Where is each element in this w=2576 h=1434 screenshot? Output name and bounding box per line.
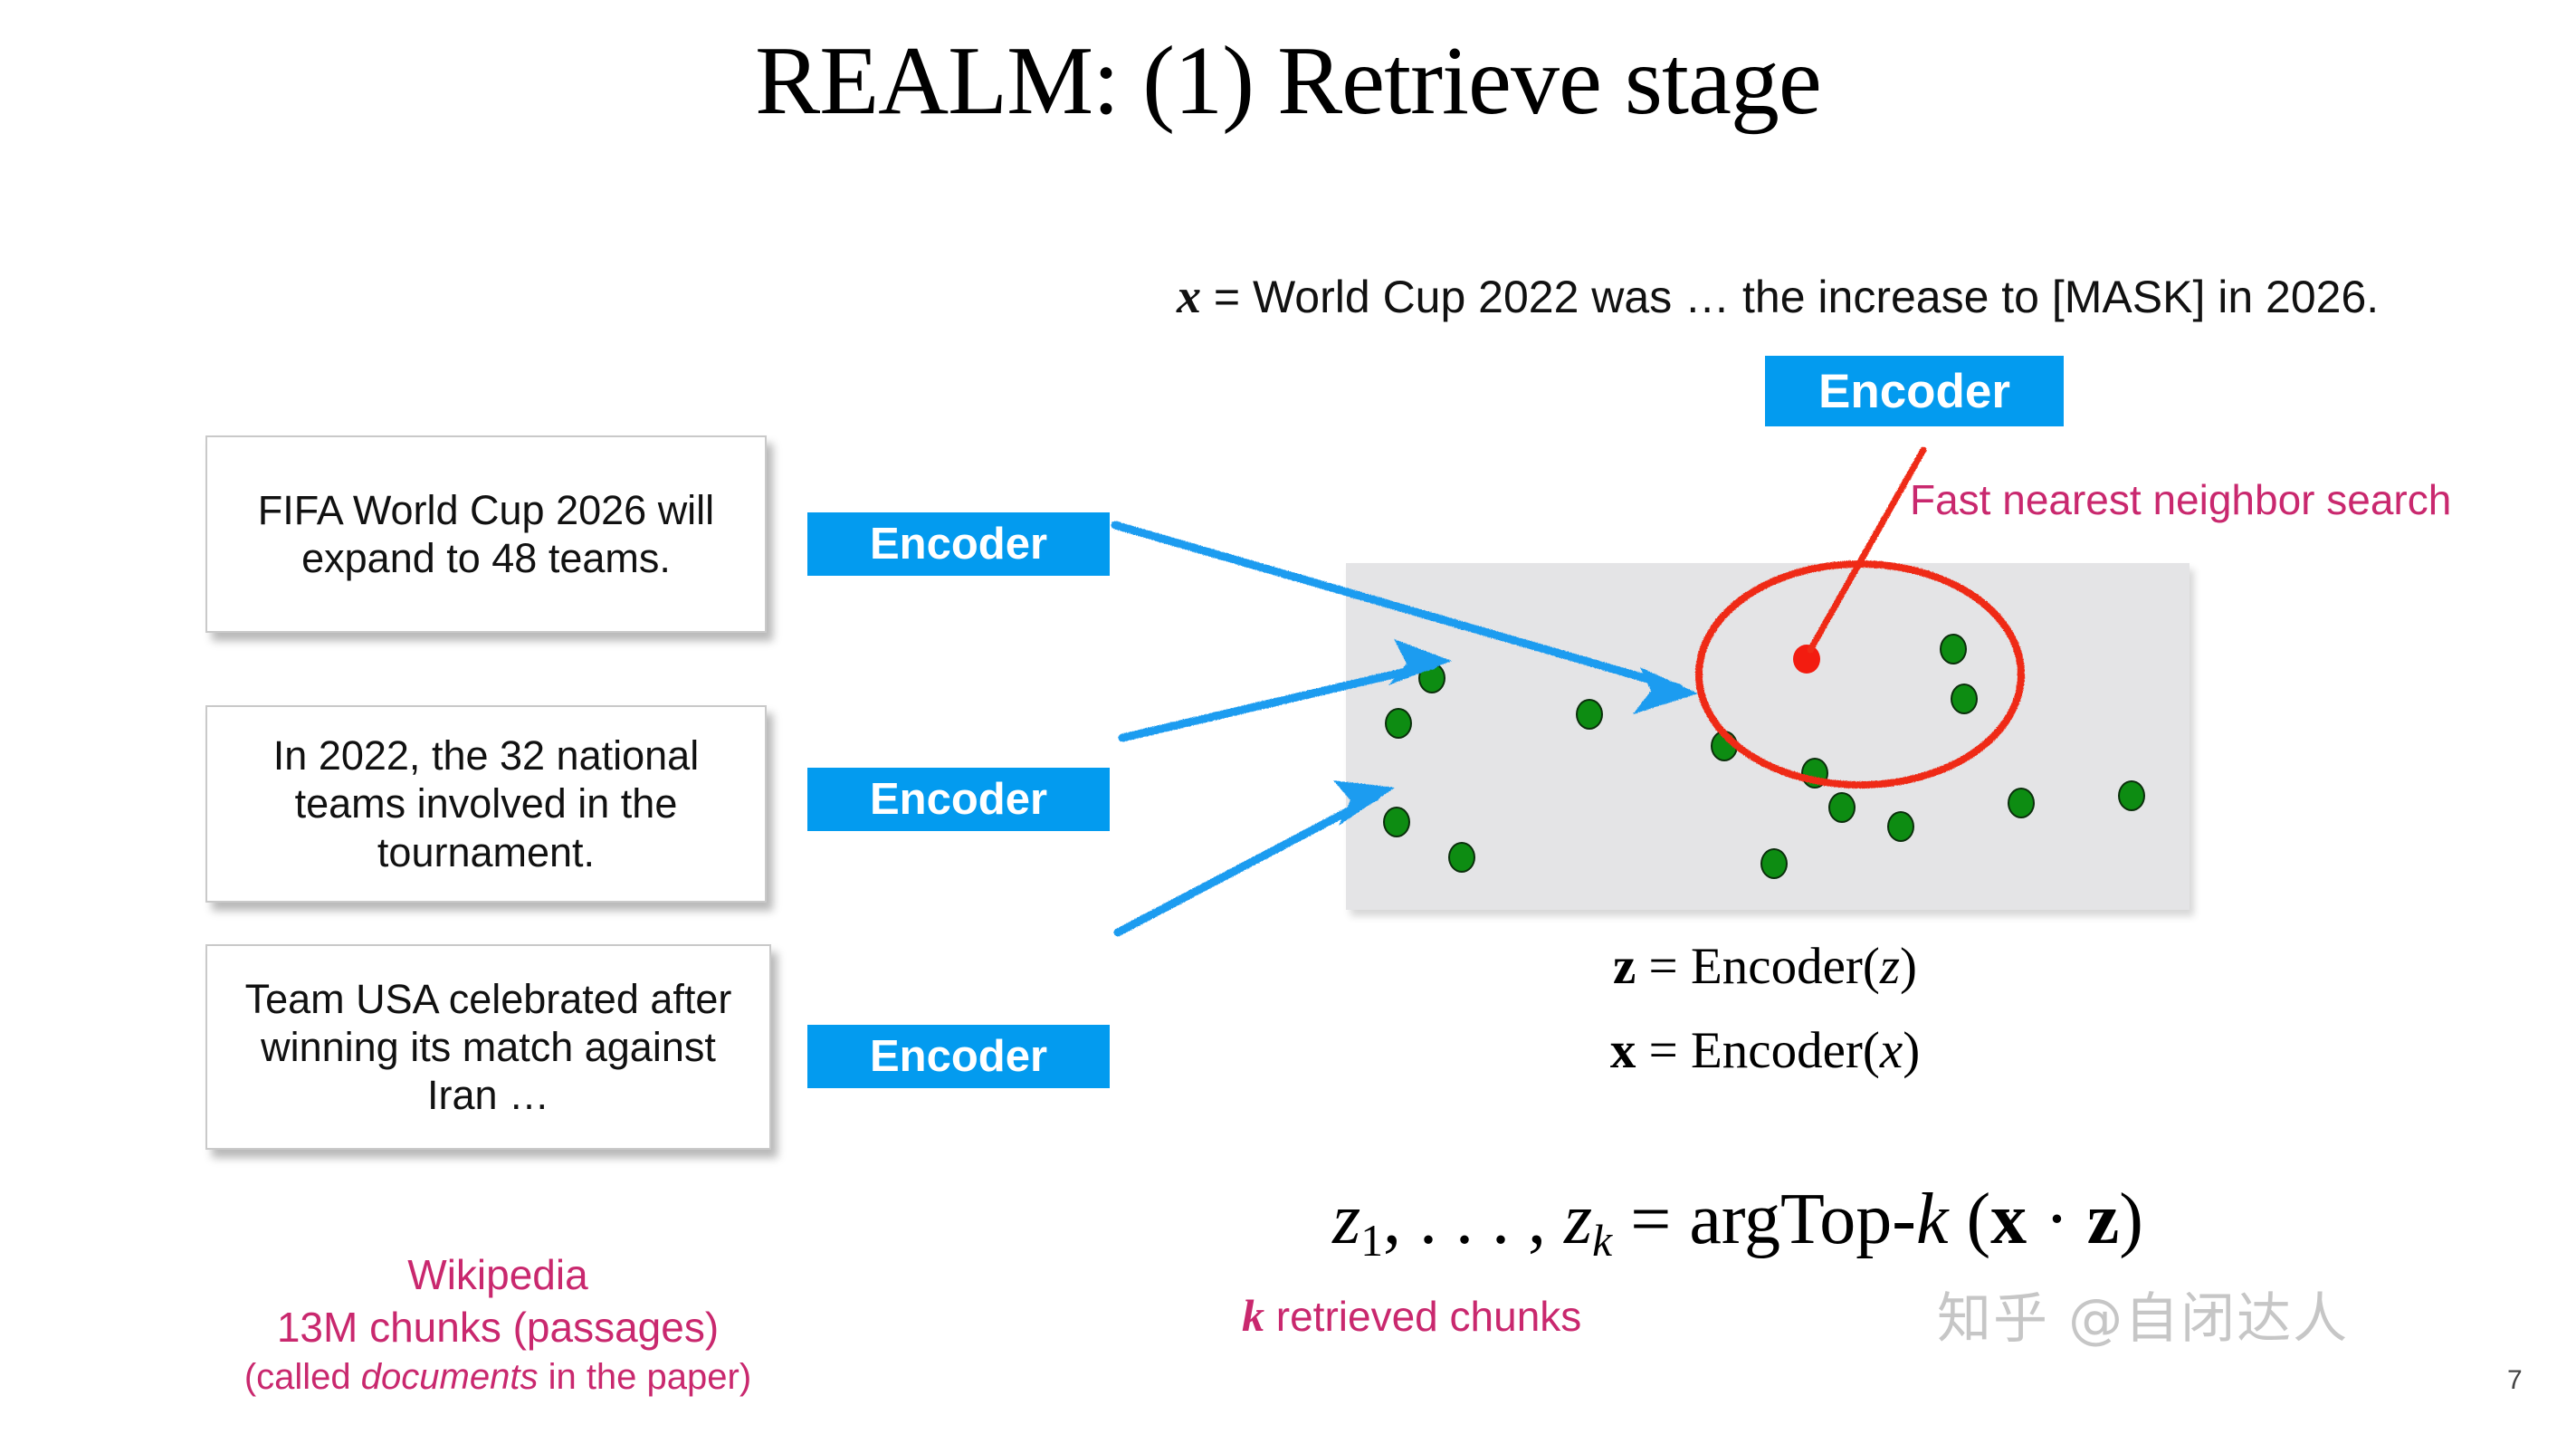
embedding-dot	[1940, 634, 1967, 664]
eq-x-arg: x	[1879, 1022, 1903, 1079]
eq-x-close: )	[1903, 1022, 1921, 1079]
eq-x-lhs: x	[1609, 1022, 1636, 1079]
embedding-dot	[1418, 663, 1445, 693]
eq-top-z1: z	[1332, 1180, 1361, 1259]
eq-z-arg: z	[1879, 938, 1901, 995]
zhihu-watermark: 知乎 @自闭达人	[1937, 1287, 2350, 1351]
eq-top-k: k	[1915, 1180, 1949, 1259]
eq-x-equals: =	[1648, 1022, 1691, 1079]
embedding-dot	[1760, 848, 1788, 879]
query-variable-x: x	[1177, 269, 1201, 323]
equation-argtop-k: z1, . . . , zk = argTop-k (x · z)	[1122, 1179, 2353, 1267]
document-chunk-box[interactable]: Team USA celebrated after winning its ma…	[205, 944, 771, 1150]
eq-top-argtop: argTop-	[1689, 1180, 1916, 1259]
embedding-dot	[2118, 780, 2145, 811]
k-retrieved-chunks-label: k retrieved chunks	[1242, 1289, 1581, 1342]
embedding-dot	[1887, 811, 1914, 842]
eq-top-equals: =	[1612, 1180, 1690, 1259]
corpus-note: (called documents in the paper)	[163, 1354, 833, 1400]
encoder-box-query[interactable]: Encoder	[1765, 356, 2064, 426]
k-retrieved-rest: retrieved chunks	[1264, 1293, 1582, 1340]
query-sentence: World Cup 2022 was … the increase to [MA…	[1253, 272, 2380, 322]
eq-top-subk: k	[1592, 1215, 1613, 1266]
embedding-dot	[1383, 807, 1410, 837]
embedding-dot	[1576, 699, 1603, 730]
query-equals: =	[1213, 272, 1241, 322]
query-text-line: x = World Cup 2022 was … the increase to…	[1177, 268, 2379, 324]
eq-top-sub1: 1	[1360, 1215, 1384, 1266]
corpus-size: 13M chunks (passages)	[276, 1303, 720, 1351]
corpus-note-post: in the paper)	[538, 1356, 752, 1397]
corpus-caption: Wikipedia 13M chunks (passages) (called …	[163, 1249, 833, 1400]
encoder-box-document-1[interactable]: Encoder	[807, 512, 1110, 576]
embedding-dot	[2008, 788, 2035, 818]
eq-top-x: x	[1990, 1180, 2027, 1259]
page-number: 7	[2507, 1365, 2523, 1395]
eq-z-fn: Encoder(	[1690, 938, 1880, 995]
corpus-source: Wikipedia	[407, 1251, 588, 1298]
document-chunk-text: FIFA World Cup 2026 will expand to 48 te…	[257, 486, 715, 581]
embedding-dot	[1951, 684, 1978, 714]
eq-top-zbold: z	[2086, 1180, 2120, 1259]
eq-z-lhs: z	[1612, 938, 1636, 995]
embedding-dot	[1385, 708, 1412, 739]
k-variable: k	[1242, 1290, 1264, 1341]
eq-top-dots: , . . . ,	[1383, 1180, 1565, 1259]
embedding-dot	[1448, 842, 1475, 873]
eq-z-equals: =	[1648, 938, 1691, 995]
document-chunk-text: In 2022, the 32 national teams involved …	[272, 732, 700, 875]
eq-x-fn: Encoder(	[1690, 1022, 1880, 1079]
eq-top-zk: z	[1564, 1180, 1593, 1259]
eq-z-close: )	[1900, 938, 1918, 995]
eq-top-dotop: ·	[2027, 1180, 2087, 1259]
eq-top-close: )	[2119, 1180, 2143, 1259]
encoder-label: Encoder	[869, 775, 1048, 824]
fast-nearest-neighbor-label: Fast nearest neighbor search	[1910, 476, 2452, 523]
encoder-box-document-2[interactable]: Encoder	[807, 768, 1110, 831]
equation-z-encoder: z = Encoder(z)	[1312, 937, 2218, 996]
encoder-label: Encoder	[869, 520, 1048, 569]
page-title: REALM: (1) Retrieve stage	[755, 27, 1822, 135]
document-chunk-text: Team USA celebrated after winning its ma…	[244, 975, 732, 1119]
embedding-dot	[1801, 758, 1828, 789]
document-chunk-box[interactable]: In 2022, the 32 national teams involved …	[205, 705, 767, 903]
encoder-box-document-3[interactable]: Encoder	[807, 1025, 1110, 1088]
corpus-note-emphasis: documents	[360, 1356, 539, 1397]
eq-top-open: (	[1948, 1180, 1991, 1259]
document-chunk-box[interactable]: FIFA World Cup 2026 will expand to 48 te…	[205, 435, 767, 633]
query-embedding-dot	[1793, 645, 1820, 674]
embedding-dot	[1828, 792, 1856, 823]
equation-x-encoder: x = Encoder(x)	[1312, 1021, 2218, 1080]
encoder-label: Encoder	[869, 1032, 1048, 1081]
embedding-dot	[1711, 731, 1738, 761]
corpus-note-pre: (called	[243, 1356, 361, 1397]
encoder-label: Encoder	[1818, 364, 2011, 418]
